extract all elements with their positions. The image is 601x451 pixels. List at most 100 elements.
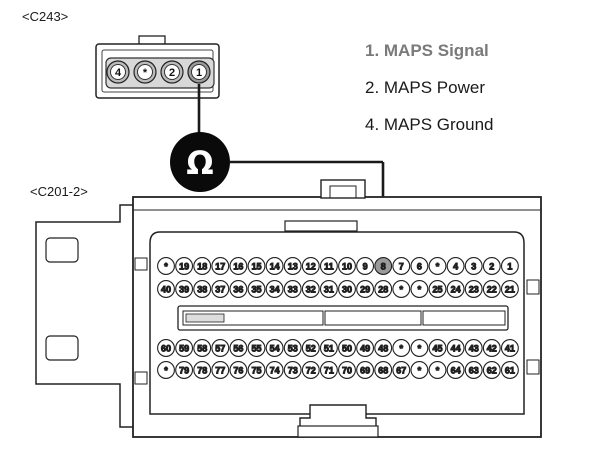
bottom-pin-label: 71 bbox=[324, 365, 334, 375]
bottom-pin-30: 30 bbox=[338, 280, 356, 298]
bottom-pin-41: 41 bbox=[500, 339, 519, 357]
bottom-pin-label: 67 bbox=[396, 365, 406, 375]
bottom-pin-label: * bbox=[164, 261, 168, 271]
bottom-pin-blank: * bbox=[428, 257, 447, 275]
bottom-pin-16: 16 bbox=[229, 257, 248, 275]
bottom-pin-label: 55 bbox=[251, 343, 261, 353]
wire-to-top-pin bbox=[197, 84, 201, 139]
legend-item-ground: 4. MAPS Ground bbox=[365, 115, 494, 134]
bottom-pin-60: 60 bbox=[157, 339, 175, 357]
bottom-pin-77: 77 bbox=[211, 361, 230, 379]
bottom-pin-76: 76 bbox=[229, 361, 248, 379]
bottom-pin-2: 2 bbox=[482, 257, 501, 275]
bottom-pin-70: 70 bbox=[338, 361, 356, 379]
bottom-pin-label: 40 bbox=[161, 284, 171, 294]
legend-item-signal: 1. MAPS Signal bbox=[365, 41, 489, 60]
bottom-pin-label: 42 bbox=[487, 343, 497, 353]
top-pin-4: 4 bbox=[106, 60, 130, 84]
bottom-pin-label: 4 bbox=[453, 261, 458, 271]
bottom-pin-label: 50 bbox=[342, 343, 352, 353]
bottom-pin-label: 43 bbox=[469, 343, 479, 353]
bottom-pin-label: 41 bbox=[505, 343, 515, 353]
ohm-symbol: Ω bbox=[186, 144, 213, 182]
bottom-pin-73: 73 bbox=[283, 361, 302, 379]
top-rail bbox=[284, 220, 358, 232]
bottom-pin-label: 30 bbox=[342, 284, 352, 294]
bottom-pin-40: 40 bbox=[157, 280, 175, 298]
bottom-pin-22: 22 bbox=[482, 280, 501, 298]
bottom-pin-43: 43 bbox=[464, 339, 483, 357]
bottom-pin-label: 28 bbox=[378, 284, 388, 294]
bottom-pin-61: 61 bbox=[500, 361, 519, 379]
bottom-pin-63: 63 bbox=[464, 361, 483, 379]
bottom-pin-29: 29 bbox=[356, 280, 375, 298]
bottom-pin-label: 60 bbox=[161, 343, 171, 353]
bottom-pin-blank: * bbox=[157, 257, 175, 275]
bottom-pin-label: 1 bbox=[507, 261, 512, 271]
bottom-pin-36: 36 bbox=[229, 280, 248, 298]
bottom-pin-19: 19 bbox=[175, 257, 194, 275]
bottom-pin-3: 3 bbox=[464, 257, 483, 275]
bottom-pin-blank: * bbox=[392, 339, 411, 357]
bottom-pin-label: 70 bbox=[342, 365, 352, 375]
bottom-pin-label: 77 bbox=[215, 365, 225, 375]
bottom-pin-label: 69 bbox=[360, 365, 370, 375]
bottom-pin-blank: * bbox=[410, 339, 429, 357]
top-connector-cavity bbox=[105, 57, 215, 89]
bottom-pin-label: 45 bbox=[432, 343, 442, 353]
bottom-pin-1: 1 bbox=[500, 257, 519, 275]
bottom-pin-label: 31 bbox=[324, 284, 334, 294]
bottom-pin-label: 49 bbox=[360, 343, 370, 353]
bottom-connector-label: <C201-2> bbox=[30, 184, 88, 199]
bottom-pin-blank: * bbox=[428, 361, 447, 379]
bottom-pin-44: 44 bbox=[446, 339, 465, 357]
bottom-pin-label: 59 bbox=[179, 343, 189, 353]
bottom-pin-label: 33 bbox=[288, 284, 298, 294]
bottom-pin-79: 79 bbox=[175, 361, 194, 379]
bottom-pin-7: 7 bbox=[392, 257, 411, 275]
bottom-pin-blank: * bbox=[410, 361, 429, 379]
bottom-pin-label: 51 bbox=[324, 343, 334, 353]
bottom-pin-32: 32 bbox=[301, 280, 320, 298]
bottom-pin-label: * bbox=[418, 284, 422, 294]
bottom-pin-33: 33 bbox=[283, 280, 302, 298]
bottom-pin-13: 13 bbox=[283, 257, 302, 275]
bottom-pin-64: 64 bbox=[446, 361, 465, 379]
bottom-pin-label: 56 bbox=[233, 343, 243, 353]
bottom-pin-label: 35 bbox=[251, 284, 261, 294]
ohm-meter-icon: Ω bbox=[170, 132, 230, 192]
bottom-pin-15: 15 bbox=[247, 257, 266, 275]
bottom-pin-label: 75 bbox=[251, 365, 261, 375]
bottom-pin-label: * bbox=[400, 343, 404, 353]
bottom-pin-label: 61 bbox=[505, 365, 515, 375]
bottom-pin-label: 11 bbox=[324, 261, 334, 271]
bottom-pin-label: 32 bbox=[306, 284, 316, 294]
bottom-pin-9: 9 bbox=[356, 257, 375, 275]
bottom-pin-42: 42 bbox=[482, 339, 501, 357]
bottom-pin-label: 13 bbox=[288, 261, 298, 271]
bottom-pin-label: 16 bbox=[233, 261, 243, 271]
flange-slot-bottom bbox=[45, 335, 79, 361]
bottom-pin-label: 15 bbox=[251, 261, 261, 271]
bottom-pin-54: 54 bbox=[265, 339, 284, 357]
bottom-pin-label: * bbox=[164, 365, 168, 375]
bottom-pin-blank: * bbox=[157, 361, 175, 379]
bottom-pin-31: 31 bbox=[319, 280, 338, 298]
bottom-pin-label: 48 bbox=[378, 343, 388, 353]
top-pin-label: 4 bbox=[115, 67, 122, 79]
bottom-pin-37: 37 bbox=[211, 280, 230, 298]
bottom-pin-label: 18 bbox=[197, 261, 207, 271]
bottom-pin-label: 72 bbox=[306, 365, 316, 375]
bottom-pin-35: 35 bbox=[247, 280, 266, 298]
bottom-pin-blank: * bbox=[392, 280, 411, 298]
bottom-pin-label: * bbox=[436, 365, 440, 375]
bottom-pin-49: 49 bbox=[356, 339, 375, 357]
bottom-pin-12: 12 bbox=[301, 257, 320, 275]
bottom-pin-label: 14 bbox=[270, 261, 280, 271]
bottom-pin-label: 12 bbox=[306, 261, 316, 271]
bottom-pin-label: 57 bbox=[215, 343, 225, 353]
